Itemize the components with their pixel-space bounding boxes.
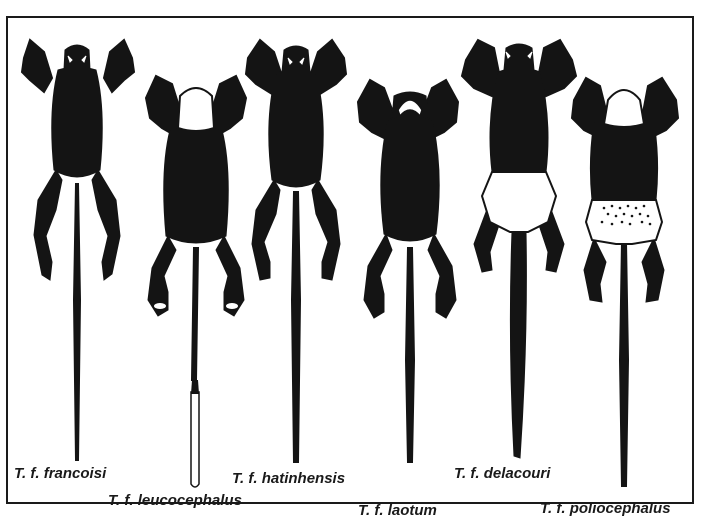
label-delacouri: T. f. delacouri — [454, 465, 550, 482]
label-hatinhensis: T. f. hatinhensis — [232, 470, 345, 487]
monkey-poliocephalus — [572, 78, 678, 486]
monkey-leucocephalus — [146, 76, 246, 487]
monkey-hatinhensis — [246, 40, 346, 462]
monkey-laotum — [358, 80, 458, 462]
label-francoisi: T. f. francoisi — [14, 465, 106, 482]
monkey-francoisi — [22, 40, 134, 460]
monkey-delacouri — [462, 40, 576, 458]
label-poliocephalus: T. f. poliocephalus — [540, 500, 671, 517]
label-laotum: T. f. laotum — [358, 502, 437, 519]
label-leucocephalus: T. f. leucocephalus — [108, 492, 242, 509]
